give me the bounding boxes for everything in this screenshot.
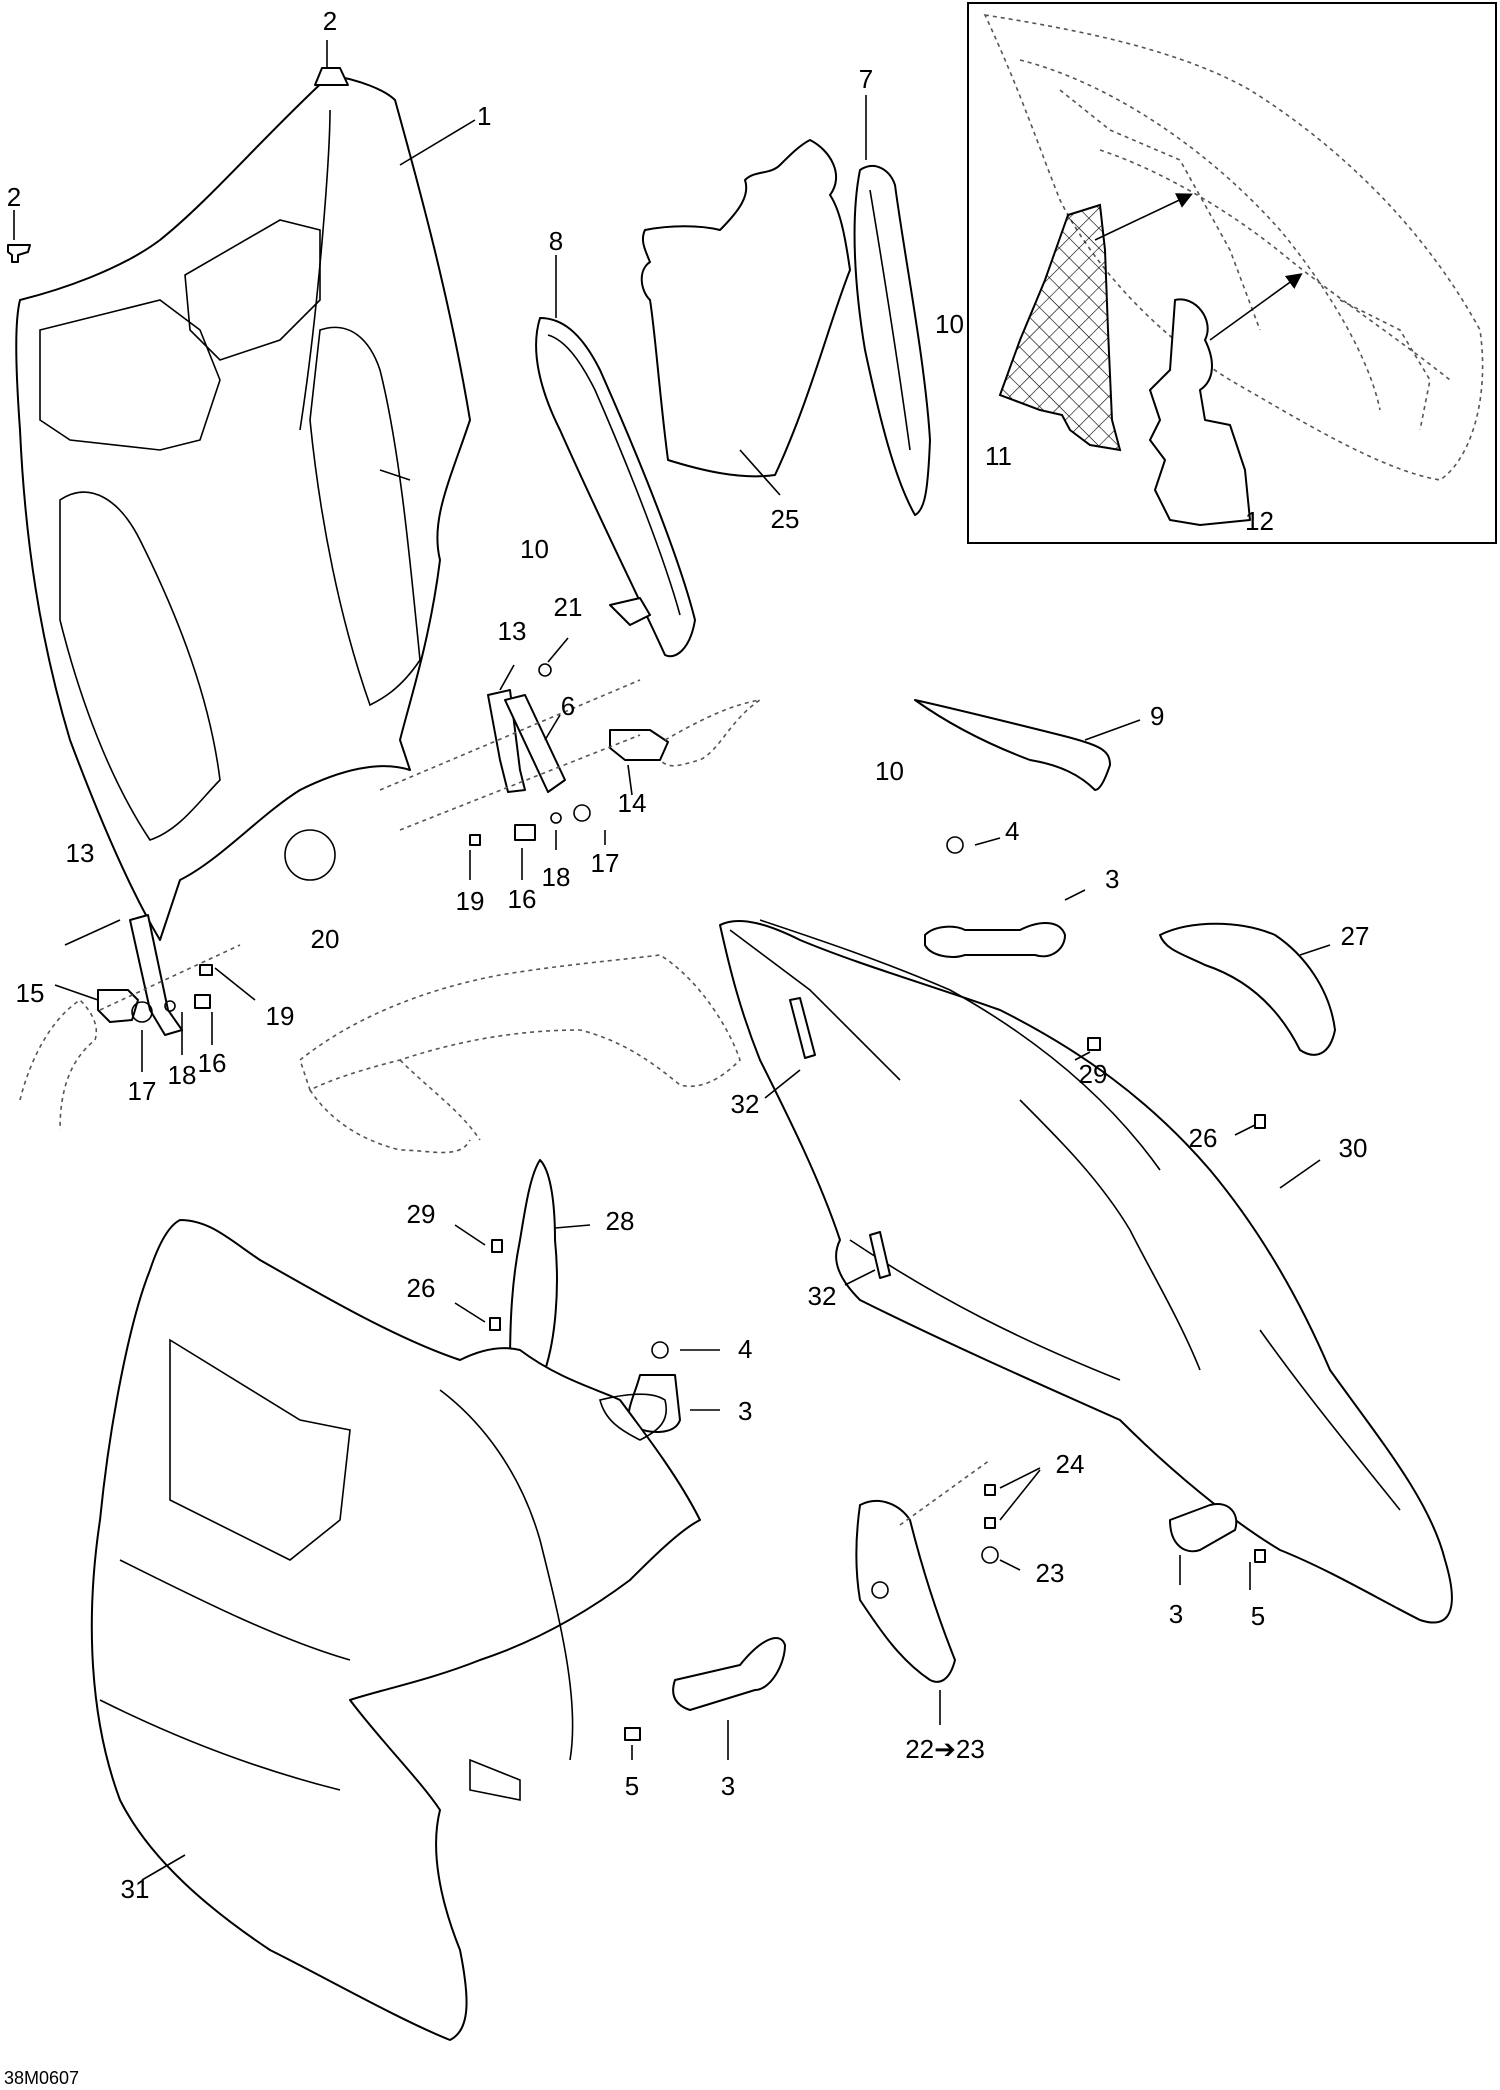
callout-27: 27 xyxy=(1341,921,1370,951)
part-11-foam-grid xyxy=(998,193,1193,452)
callout-31: 31 xyxy=(121,1874,150,1904)
callout-18-upper: 18 xyxy=(542,862,571,892)
callout-19-lower: 19 xyxy=(266,1001,295,1031)
part-2-clip-left xyxy=(7,244,31,263)
callout-16-lower: 16 xyxy=(198,1048,227,1078)
callout-labels: 1 2 2 3 3 3 3 4 4 5 5 6 7 8 9 10 10 10 1… xyxy=(4,6,1369,2088)
callout-3-upper: 3 xyxy=(1105,864,1119,894)
callout-16-upper: 16 xyxy=(508,884,537,914)
callout-9: 9 xyxy=(1150,701,1164,731)
callout-2-top: 2 xyxy=(323,6,337,36)
part-12-foam-block xyxy=(1149,273,1303,526)
bracket-group-lower xyxy=(19,914,256,1131)
callout-22-23: 22➔23 xyxy=(905,1734,985,1764)
callout-23: 23 xyxy=(1036,1558,1065,1588)
callout-5-lower: 5 xyxy=(625,1771,639,1801)
part-27-trim xyxy=(1074,922,1336,1136)
callout-17-lower: 17 xyxy=(128,1076,157,1106)
part-22-bracket xyxy=(855,1459,1041,1725)
callout-29-center: 29 xyxy=(407,1199,436,1229)
callout-6: 6 xyxy=(561,691,575,721)
drawing-code: 38M0607 xyxy=(4,2068,79,2088)
callout-14: 14 xyxy=(618,788,647,818)
callout-3-center: 3 xyxy=(738,1396,752,1426)
bracket-group-upper xyxy=(379,597,761,880)
callout-32-upper: 32 xyxy=(731,1089,760,1119)
part-3-handle-center xyxy=(627,1341,720,1433)
callout-8: 8 xyxy=(549,226,563,256)
part-3-handle-right xyxy=(1169,1503,1266,1590)
callout-3-lower: 3 xyxy=(721,1771,735,1801)
callout-18-lower: 18 xyxy=(168,1060,197,1090)
callout-4-center: 4 xyxy=(738,1334,752,1364)
callout-10-lower: 10 xyxy=(875,756,904,786)
callout-32-lower: 32 xyxy=(808,1281,837,1311)
callout-10-right: 10 xyxy=(935,309,964,339)
callout-15: 15 xyxy=(16,978,45,1008)
part-28-trim xyxy=(454,1159,591,1377)
part-3-handle-upper xyxy=(924,836,1086,958)
callout-20: 20 xyxy=(311,924,340,954)
callout-7: 7 xyxy=(859,64,873,94)
callout-11: 11 xyxy=(985,441,1012,471)
ghost-frame-center xyxy=(299,954,741,1154)
callout-30: 30 xyxy=(1339,1133,1368,1163)
callout-26-center: 26 xyxy=(407,1273,436,1303)
part-9-trim xyxy=(914,699,1141,791)
callout-26-right: 26 xyxy=(1189,1123,1218,1153)
callout-24: 24 xyxy=(1056,1449,1085,1479)
part-7-vent-frame xyxy=(853,95,931,516)
callout-28: 28 xyxy=(606,1206,635,1236)
part-2-clip-top xyxy=(314,67,349,86)
callout-4-upper: 4 xyxy=(1005,816,1019,846)
part-1-leaders xyxy=(13,40,476,240)
callout-12: 12 xyxy=(1245,506,1274,536)
part-31-lower-panel xyxy=(90,1219,701,2041)
part-25-foam-sheet xyxy=(640,139,851,496)
part-8-vent-frame xyxy=(535,255,696,658)
callout-13-upper: 13 xyxy=(498,616,527,646)
callout-21: 21 xyxy=(554,592,583,622)
callout-29-right: 29 xyxy=(1079,1059,1108,1089)
callout-25: 25 xyxy=(771,504,800,534)
callout-3-right: 3 xyxy=(1169,1599,1183,1629)
part-1-front-panel xyxy=(15,74,471,941)
callout-17-upper: 17 xyxy=(591,848,620,878)
callout-10-left: 10 xyxy=(520,534,549,564)
callout-1: 1 xyxy=(477,101,491,131)
callout-5-right: 5 xyxy=(1251,1601,1265,1631)
callout-13-lower: 13 xyxy=(66,838,95,868)
callout-2-left: 2 xyxy=(7,182,21,212)
part-32-strips xyxy=(764,997,891,1286)
part-3-handle-lower xyxy=(624,1636,786,1760)
callout-19-upper: 19 xyxy=(456,886,485,916)
part-30-side-panel xyxy=(719,919,1453,1624)
